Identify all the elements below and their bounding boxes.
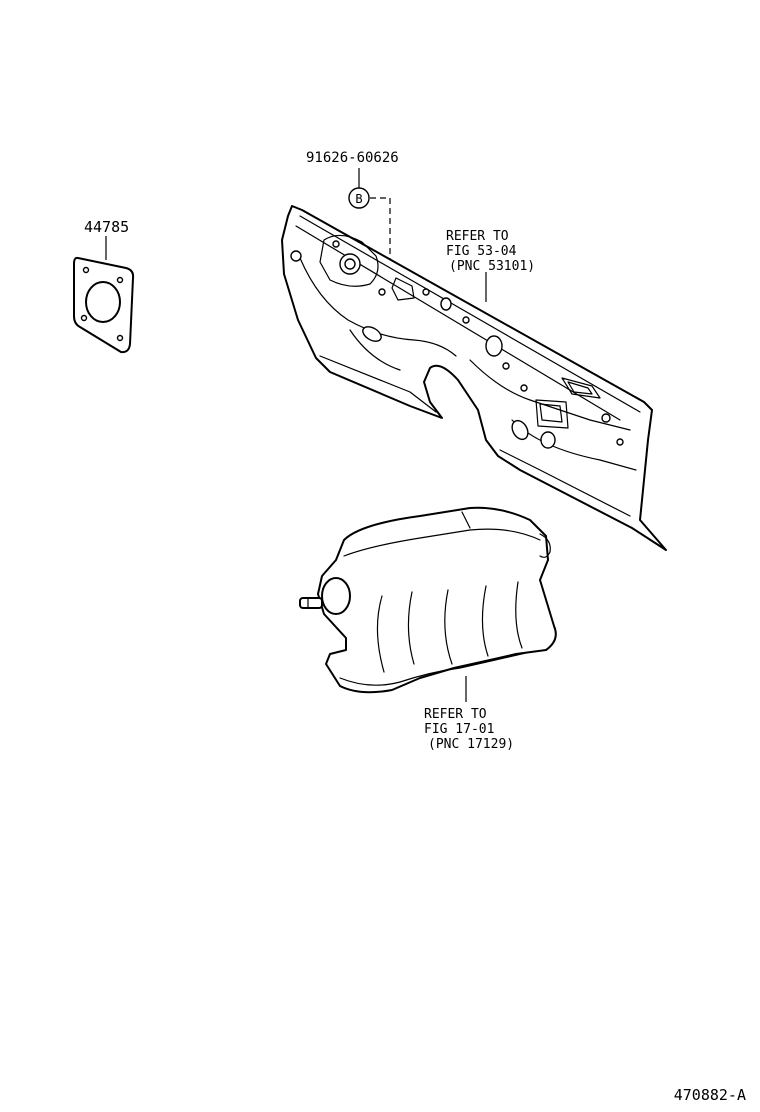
intake-manifold [317,506,557,694]
dash-refer-line1: REFER TO [446,229,509,244]
figure-id: 470882-A [674,1086,746,1104]
bolt-callout-letter: B [355,192,362,206]
dash-panel [281,205,667,551]
dash-refer-line2: FIG 53-04 [446,244,517,259]
gasket-part-label: 44785 [84,218,129,236]
manifold-refer-line1: REFER TO [424,707,487,722]
manifold-refer-line3: (PNC 17129) [428,737,514,752]
gasket-44785 [73,256,135,354]
manifold-refer-line2: FIG 17-01 [424,722,494,737]
bolt-callout-circle: B [348,187,370,209]
dash-refer-line3: (PNC 53101) [449,259,535,274]
bolt-part-label: 91626-60626 [306,150,399,166]
vacuum-nipple [299,597,323,609]
